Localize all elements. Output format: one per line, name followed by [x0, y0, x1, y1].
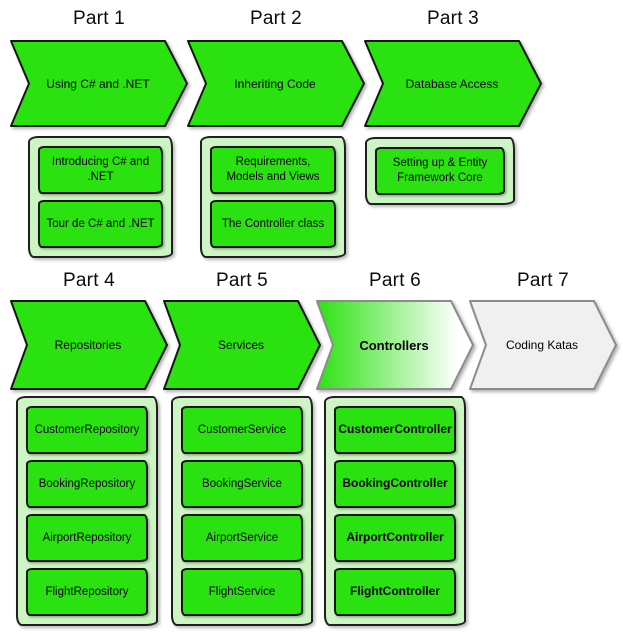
chevron-arrow-shape	[163, 300, 321, 390]
part-5-arrow: Services	[163, 300, 321, 390]
module-box: AirportController	[334, 514, 456, 562]
module-label: CustomerRepository	[34, 423, 140, 436]
part-3-arrow: Database Access	[364, 40, 542, 127]
chevron-arrow-shape	[10, 300, 168, 390]
module-label: Setting up & Entity Framework Core	[392, 157, 488, 184]
module-label: FlightService	[208, 585, 276, 598]
part-2-title: Part 2	[250, 8, 302, 29]
module-box: FlightController	[334, 568, 456, 616]
module-label: FlightController	[350, 584, 440, 599]
module-box: Setting up & Entity Framework Core	[375, 147, 505, 195]
module-label: CustomerService	[197, 423, 287, 436]
chevron-arrow-shape	[187, 40, 365, 127]
module-label: BookingService	[202, 477, 282, 490]
part-1-arrow: Using C# and .NET	[10, 40, 188, 127]
module-label: AirportController	[346, 530, 444, 545]
chevron-arrow-shape	[364, 40, 542, 127]
part-2-arrow: Inheriting Code	[187, 40, 365, 127]
module-box: The Controller class	[210, 200, 336, 248]
part-7-title: Part 7	[517, 270, 569, 291]
module-label: AirportService	[205, 531, 279, 544]
chevron-arrow-shape	[10, 40, 188, 127]
chevron-arrow-shape-gradient	[316, 300, 474, 390]
part-3-module-group: Setting up & Entity Framework Core	[365, 137, 515, 205]
part-4-title: Part 4	[63, 270, 115, 291]
module-box: CustomerRepository	[26, 406, 148, 454]
module-label: Introducing C# and .NET	[51, 156, 150, 183]
module-box: BookingService	[181, 460, 303, 508]
module-label: Requirements, Models and Views	[226, 156, 320, 183]
module-box: CustomerController	[334, 406, 456, 454]
part-5-module-group: CustomerService BookingService AirportSe…	[171, 396, 313, 626]
part-6-title: Part 6	[369, 270, 421, 291]
part-7-arrow: Coding Katas	[469, 300, 617, 390]
part-4-module-group: CustomerRepository BookingRepository Air…	[16, 396, 158, 626]
module-box: FlightService	[181, 568, 303, 616]
part-3-title: Part 3	[427, 8, 479, 29]
module-box: AirportRepository	[26, 514, 148, 562]
module-box: Introducing C# and .NET	[38, 146, 163, 194]
part-6-arrow: Controllers	[316, 300, 474, 390]
part-1-module-group: Introducing C# and .NET Tour de C# and .…	[28, 136, 173, 258]
module-box: Tour de C# and .NET	[38, 200, 163, 248]
module-box: CustomerService	[181, 406, 303, 454]
module-label: AirportRepository	[42, 531, 132, 544]
part-4-arrow: Repositories	[10, 300, 168, 390]
module-box: BookingRepository	[26, 460, 148, 508]
module-box: FlightRepository	[26, 568, 148, 616]
module-label: BookingRepository	[38, 477, 136, 490]
module-label: Tour de C# and .NET	[46, 217, 155, 230]
module-label: The Controller class	[221, 217, 325, 230]
part-1-title: Part 1	[73, 8, 125, 29]
part-5-title: Part 5	[216, 270, 268, 291]
module-label: FlightRepository	[45, 585, 129, 598]
module-box: BookingController	[334, 460, 456, 508]
module-label: BookingController	[342, 476, 448, 491]
module-box: Requirements, Models and Views	[210, 146, 336, 194]
part-2-module-group: Requirements, Models and Views The Contr…	[200, 136, 346, 258]
chevron-arrow-shape	[469, 300, 617, 390]
part-6-module-group: CustomerController BookingController Air…	[324, 396, 466, 626]
module-label: CustomerController	[338, 422, 452, 437]
module-box: AirportService	[181, 514, 303, 562]
